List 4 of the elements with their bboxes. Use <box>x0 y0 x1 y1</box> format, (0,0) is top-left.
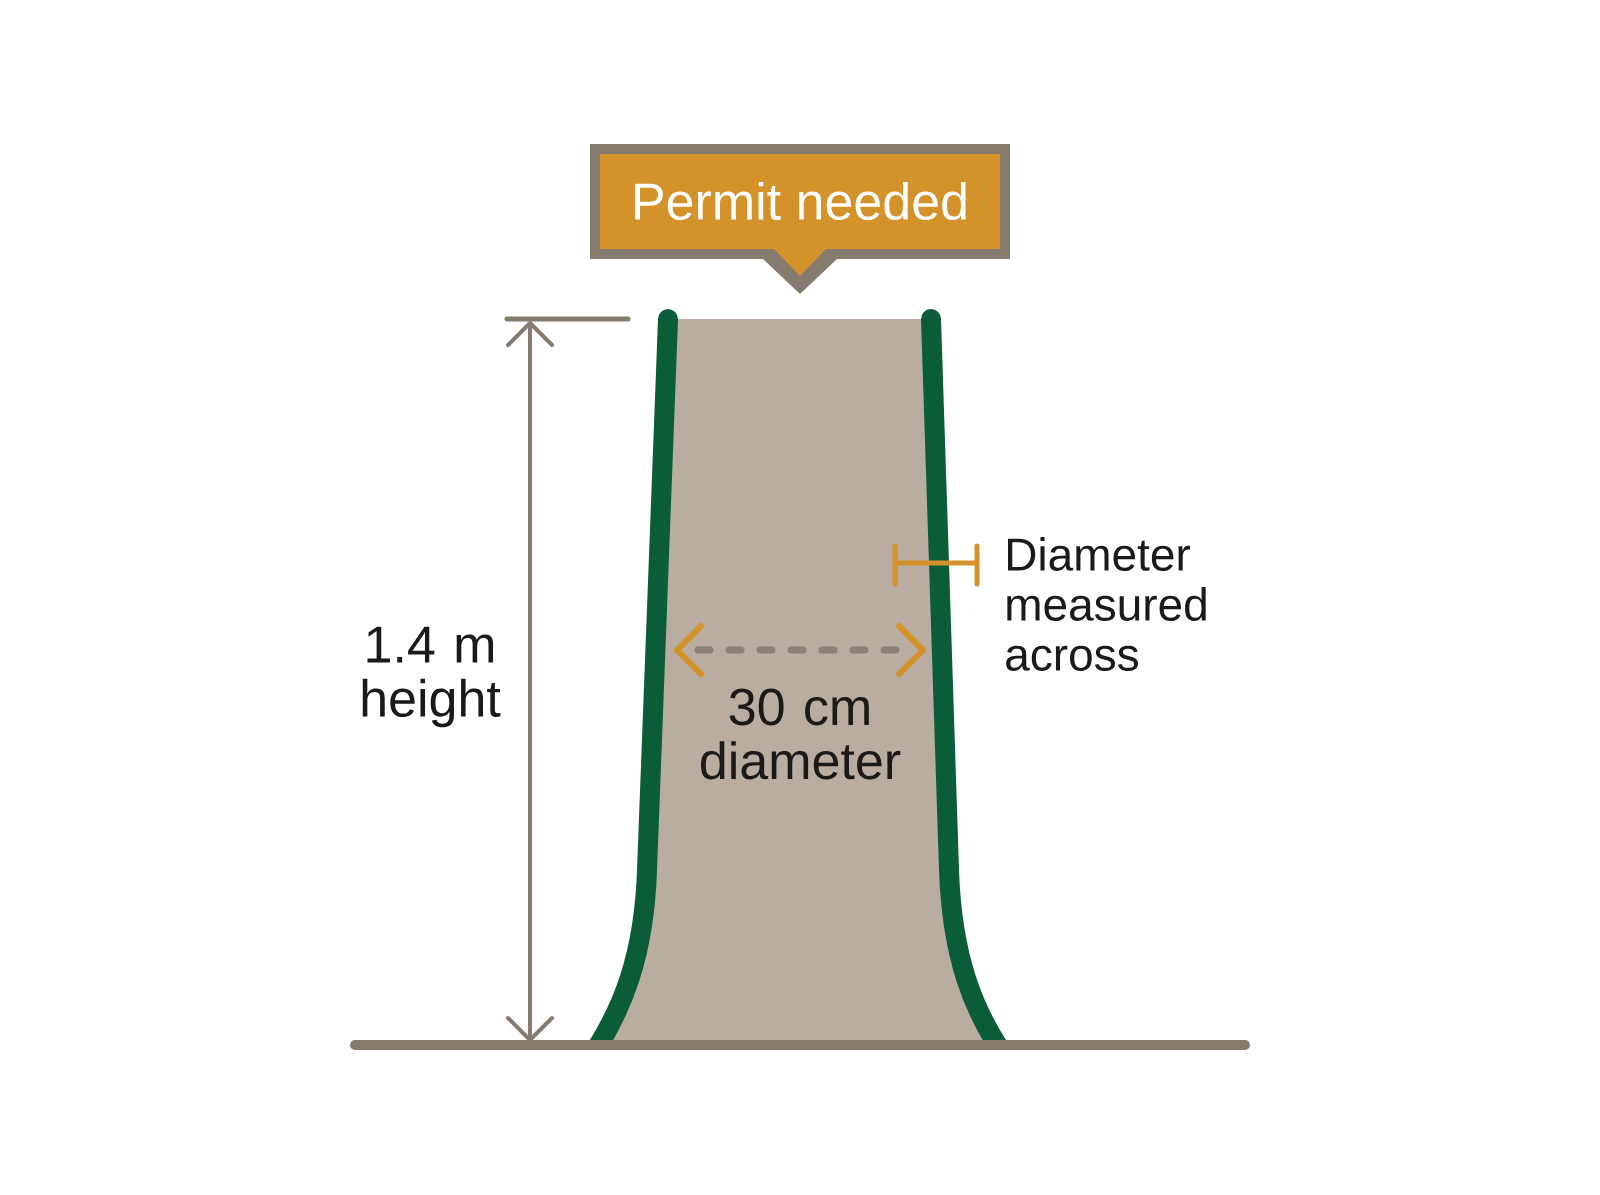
dimension-label: 1.4 m height <box>362 626 501 728</box>
note-text: Diameter measured across <box>1006 537 1206 671</box>
dimension-label: 30 cm diameter <box>701 688 901 780</box>
callout-box: Permit needed <box>590 144 1010 294</box>
